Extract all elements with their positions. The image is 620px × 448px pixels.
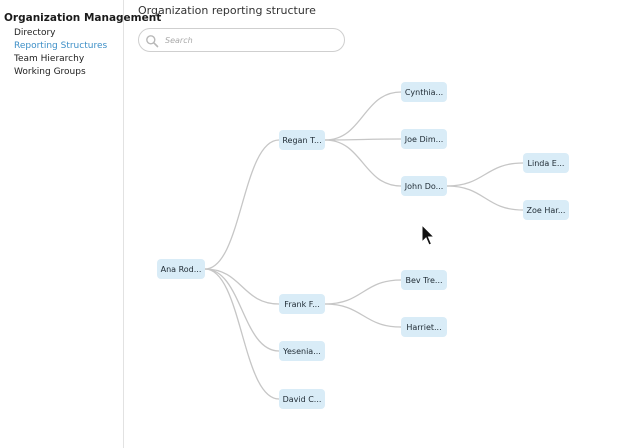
sidebar-item-working-groups[interactable]: Working Groups [14, 67, 86, 77]
tree-node-ana[interactable]: Ana Rod... [157, 259, 205, 279]
tree-node-frank[interactable]: Frank F... [279, 294, 325, 314]
search-icon [146, 35, 159, 48]
tree-node-box[interactable] [279, 389, 325, 409]
tree-link [324, 139, 402, 187]
tree-node-regan[interactable]: Regan T... [279, 130, 325, 150]
sidebar-item-directory[interactable]: Directory [14, 28, 56, 38]
search-input[interactable] [165, 32, 335, 48]
tree-node-joe[interactable]: Joe Dim... [401, 129, 447, 149]
tree-link [324, 303, 402, 328]
tree-node-label: Cynthia... [405, 88, 443, 97]
tree-node-box[interactable] [279, 341, 325, 361]
tree-node-bev[interactable]: Bev Tre... [401, 270, 447, 290]
tree-node-label: Yesenia... [282, 347, 321, 356]
tree-node-box[interactable] [401, 176, 447, 196]
tree-node-label: Frank F... [284, 300, 319, 309]
tree-node-label: Bev Tre... [405, 276, 442, 285]
tree-node-david[interactable]: David C... [279, 389, 325, 409]
tree-link [324, 138, 402, 141]
tree-link [204, 139, 280, 270]
tree-node-label: Harriet... [406, 323, 441, 332]
tree-node-box[interactable] [401, 82, 447, 102]
sidebar-title: Organization Management [4, 12, 162, 24]
tree-node-label: David C... [283, 395, 322, 404]
tree-node-box[interactable] [523, 200, 569, 220]
tree-node-zoe[interactable]: Zoe Har... [523, 200, 569, 220]
tree-node-label: John Do... [404, 182, 443, 191]
tree-node-label: Ana Rod... [161, 265, 202, 274]
tree-node-box[interactable] [401, 270, 447, 290]
tree-node-box[interactable] [157, 259, 205, 279]
page-title: Organization reporting structure [138, 4, 316, 17]
tree-link [204, 268, 280, 305]
tree-node-john[interactable]: John Do... [401, 176, 447, 196]
tree-link [204, 268, 280, 400]
tree-link [324, 91, 402, 141]
tree-link [446, 185, 524, 211]
tree-node-linda[interactable]: Linda E... [523, 153, 569, 173]
tree-node-label: Regan T... [282, 136, 321, 145]
tree-node-box[interactable] [401, 317, 447, 337]
tree-node-box[interactable] [523, 153, 569, 173]
tree-node-box[interactable] [279, 294, 325, 314]
mouse-cursor-icon [421, 224, 436, 246]
sidebar-item-team-hierarchy[interactable]: Team Hierarchy [14, 54, 85, 64]
tree-node-box[interactable] [279, 130, 325, 150]
tree-link [204, 268, 280, 352]
tree-node-label: Zoe Har... [527, 206, 566, 215]
tree-node-harriet[interactable]: Harriet... [401, 317, 447, 337]
search-box[interactable] [138, 28, 345, 52]
tree-node-box[interactable] [401, 129, 447, 149]
tree-link [446, 162, 524, 187]
tree-node-yesenia[interactable]: Yesenia... [279, 341, 325, 361]
sidebar-item-reporting-structures[interactable]: Reporting Structures [14, 41, 108, 51]
sidebar: Organization Management Directory Report… [0, 0, 161, 448]
tree-node-label: Joe Dim... [404, 135, 444, 144]
tree-node-cynthia[interactable]: Cynthia... [401, 82, 447, 102]
tree-link [324, 279, 402, 305]
tree-node-label: Linda E... [528, 159, 565, 168]
